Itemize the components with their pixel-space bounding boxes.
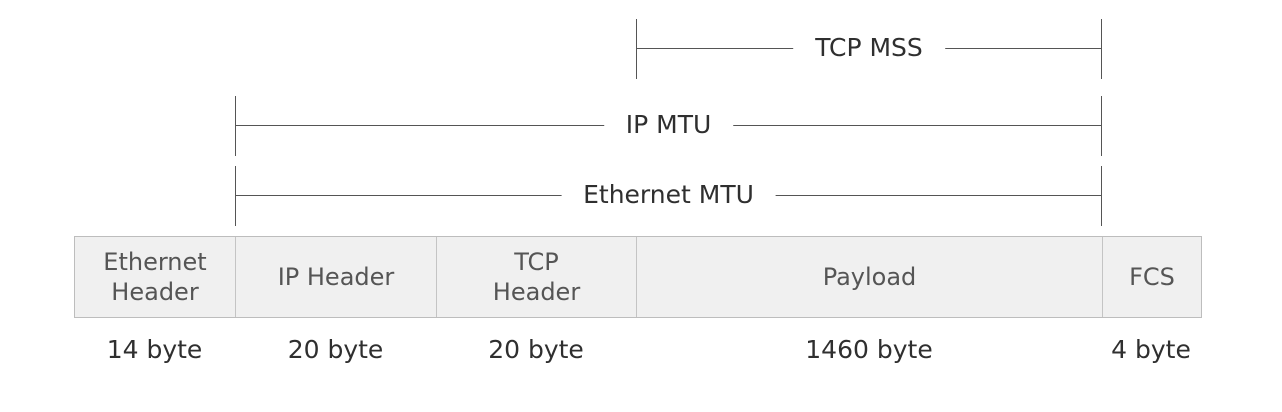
ip-header-size: 20 byte xyxy=(287,335,384,364)
tcp-mss-left-tick xyxy=(636,19,637,79)
ethernet-mtu-span: Ethernet MTU xyxy=(235,166,1102,226)
tcp-header-size: 20 byte xyxy=(488,335,584,364)
ip-header-cell: IP Header xyxy=(236,237,437,317)
tcp-header-cell: TCP Header xyxy=(437,237,637,317)
ethernet-header-size: 14 byte xyxy=(106,335,203,364)
fcs-cell: FCS xyxy=(1103,237,1201,317)
ip-mtu-label: IP MTU xyxy=(603,110,734,140)
ip-mtu-left-tick xyxy=(235,96,236,156)
tcp-header-label: TCP Header xyxy=(492,248,581,306)
ethernet-header-cell: Ethernet Header xyxy=(75,237,236,317)
field-sizes-row: 14 byte 20 byte 20 byte 1460 byte 4 byte xyxy=(74,330,1202,370)
payload-size: 1460 byte xyxy=(805,335,933,364)
ip-mtu-span: IP MTU xyxy=(235,96,1102,156)
tcp-mss-label: TCP MSS xyxy=(793,33,945,63)
fcs-label: FCS xyxy=(1129,263,1175,291)
payload-label: Payload xyxy=(822,263,917,291)
ethernet-header-label: Ethernet Header xyxy=(103,248,207,306)
tcp-mss-right-tick xyxy=(1101,19,1102,79)
ethernet-frame: Ethernet Header IP Header TCP Header Pay… xyxy=(74,236,1202,318)
ethernet-mtu-label: Ethernet MTU xyxy=(561,180,776,210)
fcs-size: 4 byte xyxy=(1111,335,1191,364)
tcp-mss-span: TCP MSS xyxy=(636,19,1102,79)
payload-cell: Payload xyxy=(637,237,1103,317)
ethernet-mtu-left-tick xyxy=(235,166,236,226)
ip-mtu-right-tick xyxy=(1101,96,1102,156)
ip-header-label: IP Header xyxy=(277,263,395,291)
ethernet-mtu-right-tick xyxy=(1101,166,1102,226)
